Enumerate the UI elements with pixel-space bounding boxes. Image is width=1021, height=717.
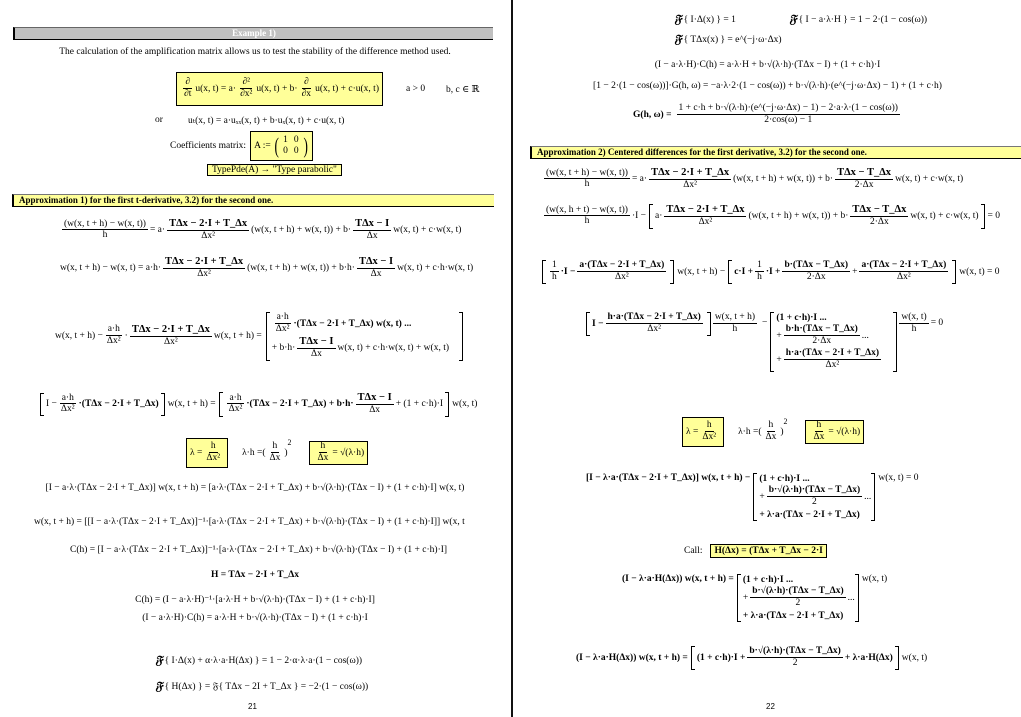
- fourier-symbol-icon: 𝔉: [155, 679, 163, 693]
- fourier-symbol-icon: 𝔉: [789, 12, 797, 26]
- fourier-transform-1: 𝔉 { I·Δ(x) + α·λ·a·H(Δx) } = 1 − 2·α·λ·a…: [155, 653, 363, 667]
- equation-centered-2: (w(x, h + t) − w(x, t))h ·I − a· TΔx − 2…: [544, 204, 1001, 229]
- equation-10: (I − a·λ·H)·C(h) = a·λ·H + b·√(λ·h)·(TΔx…: [142, 613, 368, 623]
- intro-text: The calculation of the amplification mat…: [59, 47, 451, 57]
- equation-6: w(x, t + h) = [[I − a·λ·(TΔx − 2·I + T_Δ…: [34, 517, 465, 527]
- or-label: or: [155, 115, 163, 125]
- h-delta-definition: H(Δx) = (TΔx + T_Δx − 2·I: [710, 544, 827, 558]
- equation-centered-4: I − h·a·(TΔx − 2·I + T_Δx)Δx² w(x, t + h…: [586, 312, 943, 372]
- coefficients-label: Coefficients matrix:: [170, 141, 247, 151]
- equation-9: C(h) = (I − a·λ·H)⁻¹·[a·λ·H + b·√(λ·h)·(…: [135, 595, 375, 605]
- equation-2: w(x, t + h) − w(x, t) = a·h· TΔx − 2·I +…: [60, 256, 474, 280]
- call-row: Call: H(Δx) = (TΔx + T_Δx − 2·I: [684, 544, 827, 558]
- equation-5: [I − a·λ·(TΔx − 2·I + T_Δx)] w(x, t + h)…: [45, 483, 465, 493]
- fourier-symbol-icon: 𝔉: [674, 32, 682, 46]
- fourier-transform-operator: 𝔉 { I − a·λ·H } = 1 − 2·(1 − cos(ω)): [789, 12, 928, 26]
- call-label: Call:: [684, 546, 703, 556]
- page-number: 21: [248, 702, 257, 711]
- approximation-1-header: Approximation 1) for the first t-derivat…: [12, 194, 494, 207]
- example-header: Example 1): [13, 27, 493, 40]
- page-22: 𝔉 { I·Δ(x) } = 1 𝔉 { I − a·λ·H } = 1 − 2…: [514, 0, 1021, 717]
- pde-equation: ∂∂t u(x, t) = a· ∂²∂x² u(x, t) + b· ∂∂x …: [176, 72, 383, 106]
- fourier-symbol-icon: 𝔉: [674, 12, 682, 26]
- equation-c-h: (I − a·λ·H)·C(h) = a·λ·H + b·√(λ·h)·(TΔx…: [654, 60, 881, 70]
- fourier-transform-identity: 𝔉 { I·Δ(x) } = 1: [674, 12, 736, 26]
- typepde-result: TypePde(A) → "Type parabolic": [207, 164, 342, 176]
- fourier-transform-shift: 𝔉 { TΔx(x) } = e^(−j·ω·Δx): [674, 32, 782, 46]
- equation-g-h-omega: G(h, ω) = 1 + c·h + b·√(λ·h)·(e^(−j·ω·Δx…: [633, 103, 900, 125]
- fourier-transform-2: 𝔉 { H(Δx) } = 𝔉{ TΔx − 2I + T_Δx } = −2·…: [155, 679, 369, 693]
- equation-8-h-definition: H = TΔx − 2·I + T_Δx: [211, 570, 299, 580]
- equation-centered-5: [I − λ·a·(TΔx − 2·I + T_Δx)] w(x, t + h)…: [586, 473, 919, 522]
- condition-a: a > 0: [406, 84, 426, 94]
- equation-centered-6: (I − λ·a·H(Δx)) w(x, t + h) = (1 + c·h)·…: [622, 574, 888, 623]
- pde-box: ∂∂t u(x, t) = a· ∂²∂x² u(x, t) + b· ∂∂x …: [176, 72, 383, 106]
- fourier-symbol-icon: 𝔉: [155, 653, 163, 667]
- equation-7: C(h) = [I − a·λ·(TΔx − 2·I + T_Δx)]⁻¹·[a…: [70, 545, 448, 555]
- page-number: 22: [766, 702, 775, 711]
- approximation-2-header: Approximation 2) Centered differences fo…: [530, 146, 1021, 159]
- pde-short: uₜ(x, t) = a·uₓₓ(x, t) + b·uₓ(x, t) + c·…: [188, 116, 345, 126]
- equation-centered-1: (w(x, t + h) − w(x, t))h = a· TΔx − 2·I …: [544, 167, 964, 191]
- page-21: Example 1) The calculation of the amplif…: [0, 0, 510, 717]
- equation-g-expanded: [1 − 2·(1 − cos(ω))]·G(h, ω) = −a·λ·2·(1…: [593, 81, 942, 91]
- equation-centered-7: (I − λ·a·H(Δx)) w(x, t + h) = (1 + c·h)·…: [576, 646, 928, 670]
- condition-bc: b, c ∈ ℝ: [446, 85, 480, 95]
- equation-1: (w(x, t + h) − w(x, t))h = a· TΔx − 2·I …: [62, 218, 462, 242]
- page-divider: [511, 0, 513, 717]
